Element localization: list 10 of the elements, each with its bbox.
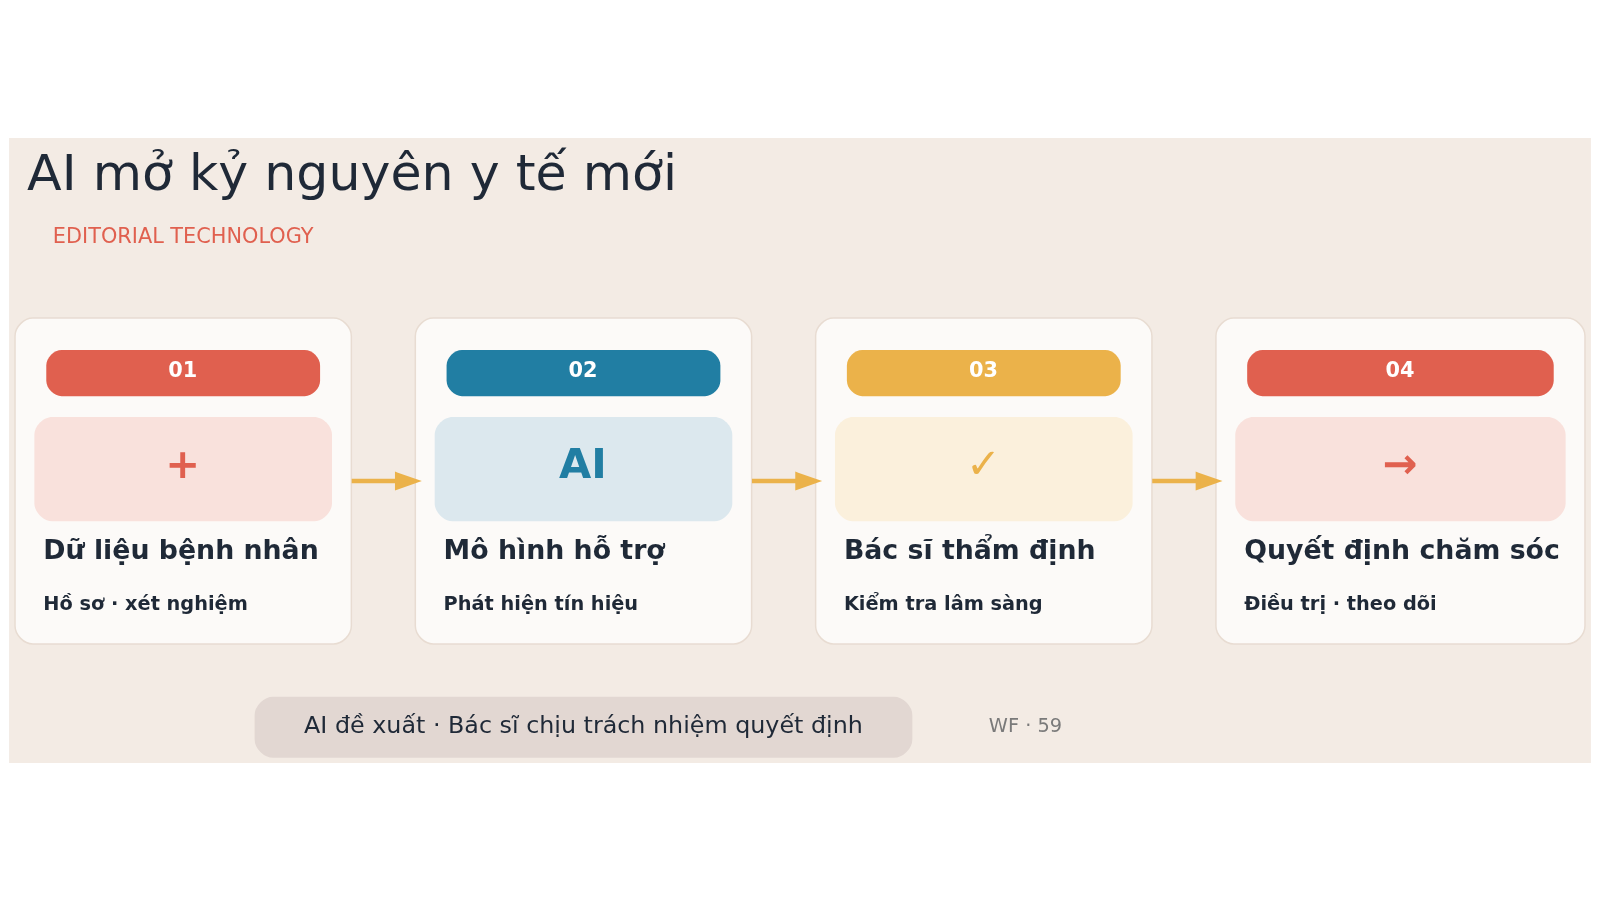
label: EDITORIAL TECHNOLOGY [52, 223, 314, 248]
node-box: 04 → Quyết định chăm sóc Điều trị · theo dõi [1215, 316, 1586, 645]
node-box: 02 AI Mô hình hỗ trợ Phát hiện tín hiệu [414, 316, 753, 645]
label: WF · 59 [988, 713, 1063, 737]
node-box: 03 ✓ Bác sĩ thẩm định Kiểm tra lâm sàng [814, 316, 1153, 645]
diagram-title: AI mở kỷ nguyên y tế mới [27, 142, 678, 202]
arrow [351, 471, 422, 490]
node-box: 01 + Dữ liệu bệnh nhân Hồ sơ · xét nghiệm [14, 316, 353, 645]
arrow [751, 471, 823, 490]
arrow [1152, 471, 1223, 490]
